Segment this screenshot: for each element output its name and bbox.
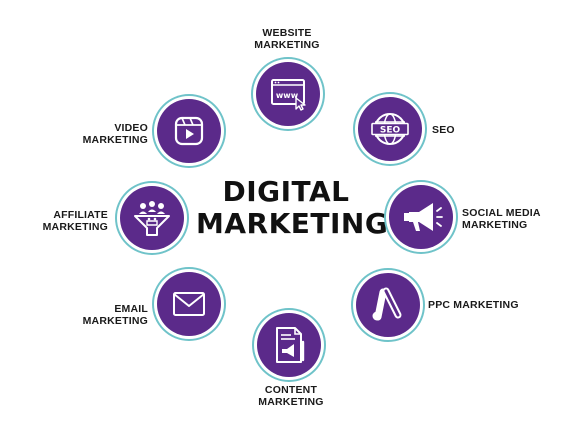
envelope-icon	[173, 292, 205, 316]
ads-logo-icon	[372, 287, 402, 321]
video-marketing-node	[157, 99, 221, 163]
document-megaphone-icon	[276, 327, 305, 363]
social-media-node	[389, 185, 453, 249]
browser-www-icon: www	[271, 79, 306, 111]
affiliate-funnel-icon	[134, 201, 170, 236]
ppc-label: PPC MARKETING	[428, 299, 519, 311]
svg-text:www: www	[276, 91, 299, 100]
website-label: WEBSITE MARKETING	[254, 27, 320, 51]
ppc-marketing-node	[356, 273, 420, 337]
video-play-icon	[174, 116, 204, 146]
seo-node: SEO	[358, 97, 422, 161]
social-media-label: SOCIAL MEDIA MARKETING	[462, 207, 541, 231]
seo-globe-icon: SEO	[371, 113, 409, 145]
email-label: EMAIL MARKETING	[82, 303, 148, 327]
seo-label: SEO	[432, 124, 455, 136]
video-label: VIDEO MARKETING	[82, 122, 148, 146]
title-line-1: DIGITAL	[222, 175, 350, 208]
affiliate-marketing-node	[120, 186, 184, 250]
email-marketing-node	[157, 272, 221, 336]
megaphone-icon	[404, 203, 443, 231]
title-line-2: MARKETING	[196, 207, 389, 240]
content-marketing-node	[257, 313, 321, 377]
diagram-title: DIGITAL MARKETING	[196, 175, 389, 240]
svg-text:SEO: SEO	[380, 126, 401, 136]
website-marketing-node: www	[256, 62, 320, 126]
content-label: CONTENT MARKETING	[258, 384, 324, 408]
affiliate-label: AFFILIATE MARKETING	[42, 209, 108, 233]
